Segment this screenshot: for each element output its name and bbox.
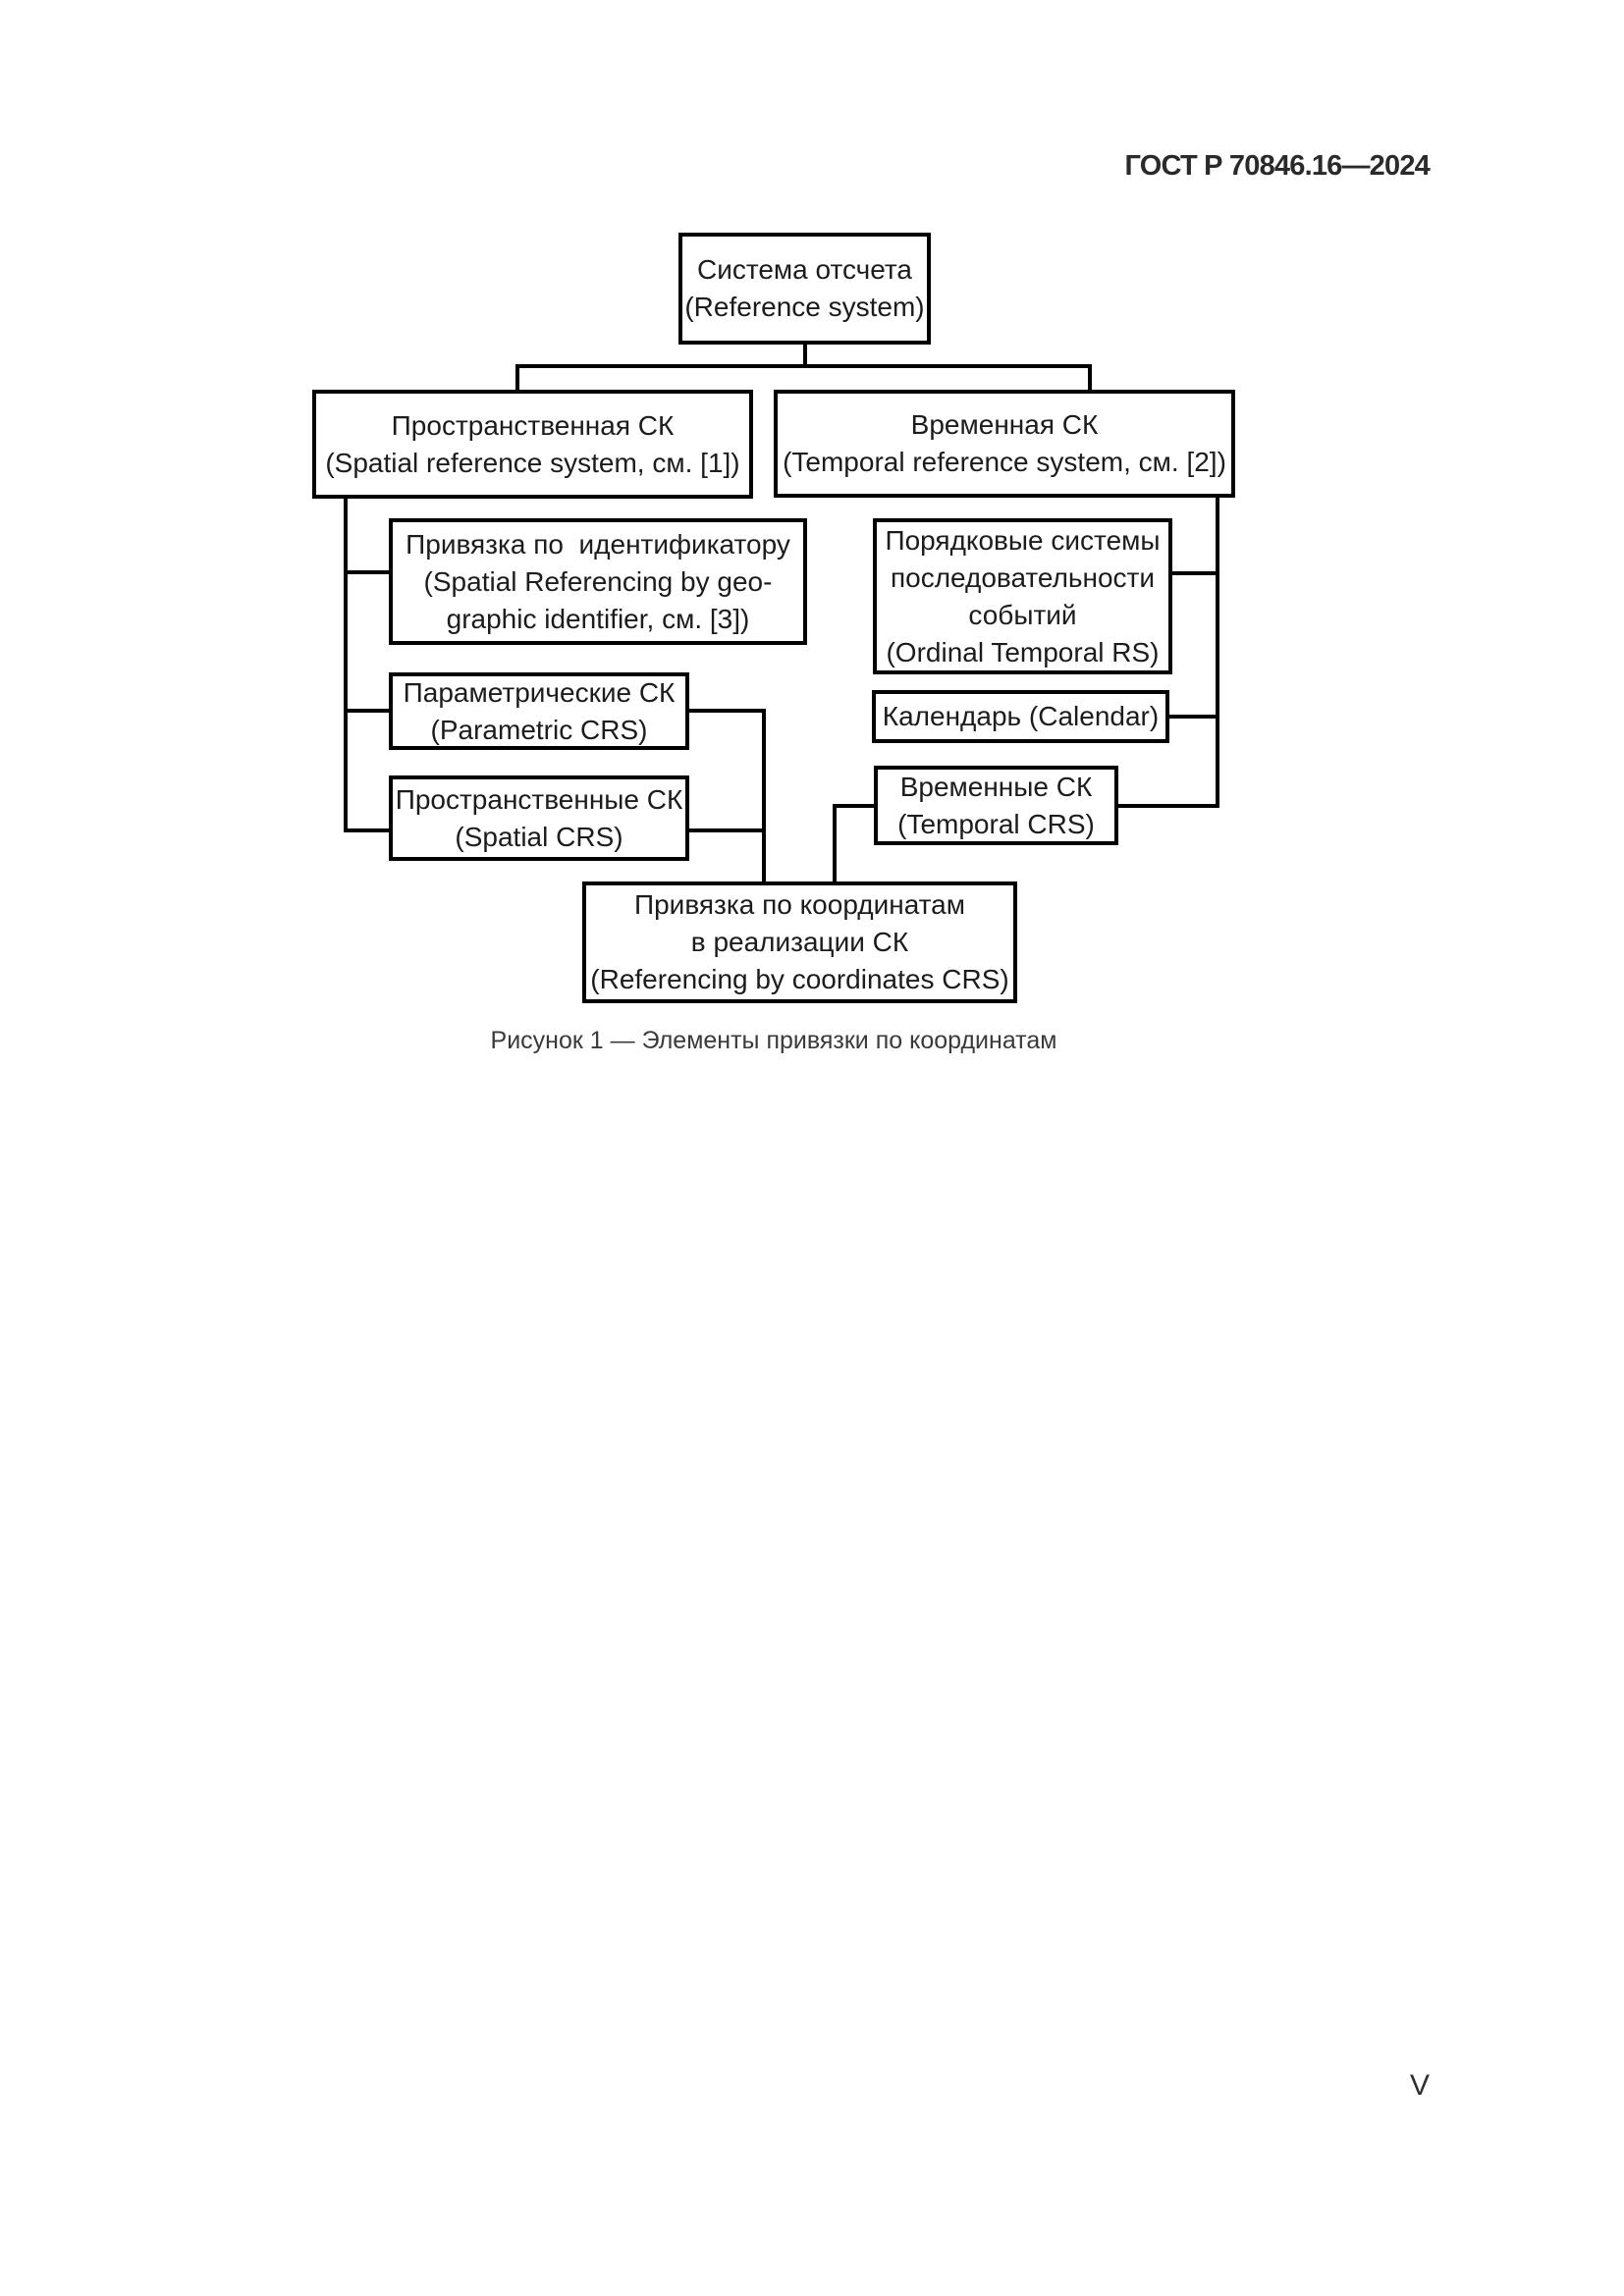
box-text-line: Временная СК (910, 409, 1099, 440)
connector-line (1088, 366, 1092, 392)
box-text-line: Привязка по идентификатору (406, 528, 790, 560)
page-number: V (1409, 2069, 1430, 2102)
box-text-line: Календарь (Calendar) (882, 701, 1160, 731)
box-text-line: (Spatial CRS) (455, 821, 623, 852)
box-text-line: Пространственная СК (391, 409, 675, 441)
connector-line (762, 709, 766, 883)
connector-line (344, 828, 391, 832)
box-text-line: (Referencing by coordinates CRS) (590, 964, 1009, 994)
connector-line (344, 709, 391, 713)
connector-line (833, 804, 837, 883)
connector-line (687, 709, 766, 713)
connector-line (1116, 804, 1219, 808)
connector-line (1167, 715, 1219, 719)
box-text-line: Система отсчета (696, 254, 912, 285)
box-text-line: (Spatial reference system, см. [1]) (325, 447, 740, 478)
box-text-line: Параметрические СК (403, 676, 676, 708)
box-text-line: Пространственные СК (395, 783, 683, 815)
connector-line (344, 570, 391, 574)
box-text-line: (Reference system) (684, 292, 925, 322)
box-parametric-crs: Параметрические СК (Parametric CRS) (389, 672, 689, 750)
box-ordinal-temporal-rs: Порядковые системы последовательности со… (873, 518, 1172, 674)
box-temporal-crs: Временные СК (Temporal CRS) (874, 766, 1118, 845)
box-calendar: Календарь (Calendar) (872, 690, 1169, 743)
connector-line (833, 804, 876, 808)
box-text-line: событий (968, 599, 1077, 630)
box-text-line: (Temporal CRS) (897, 808, 1095, 839)
box-text-line: Временные СК (899, 771, 1093, 802)
box-text-line: последовательности (890, 561, 1156, 593)
box-text-line: Привязка по координатам (633, 889, 965, 920)
box-text-line: Порядковые системы (885, 524, 1161, 556)
connector-line (803, 343, 807, 368)
box-temporal-rs: Временная СК (Temporal reference system,… (774, 390, 1235, 498)
connector-line (687, 828, 766, 832)
box-text-line: (Ordinal Temporal RS) (886, 636, 1160, 667)
box-spatial-crs: Пространственные СК (Spatial CRS) (389, 775, 689, 861)
document-header: ГОСТ Р 70846.16—2024 (1124, 150, 1431, 182)
connector-line (344, 497, 348, 832)
connector-line (515, 364, 1092, 368)
box-text-line: graphic identifier, см. [3]) (446, 603, 750, 634)
box-spatial-rs: Пространственная СК (Spatial reference s… (312, 390, 753, 499)
connector-line (1170, 571, 1219, 575)
box-text-line: (Spatial Referencing by geo- (423, 565, 773, 597)
box-spatial-ref-by-id: Привязка по идентификатору (Spatial Refe… (389, 518, 807, 645)
connector-line (515, 366, 519, 392)
box-reference-system: Система отсчета (Reference system) (678, 233, 931, 345)
box-text-line: (Temporal reference system, см. [2]) (783, 447, 1226, 477)
figure-caption: Рисунок 1 — Элементы привязки по координ… (490, 1027, 1057, 1054)
connector-line (1216, 496, 1219, 808)
box-referencing-by-coords: Привязка по координатам в реализации СК … (582, 881, 1017, 1003)
box-text-line: в реализации СК (690, 927, 909, 957)
box-text-line: (Parametric CRS) (430, 714, 648, 745)
